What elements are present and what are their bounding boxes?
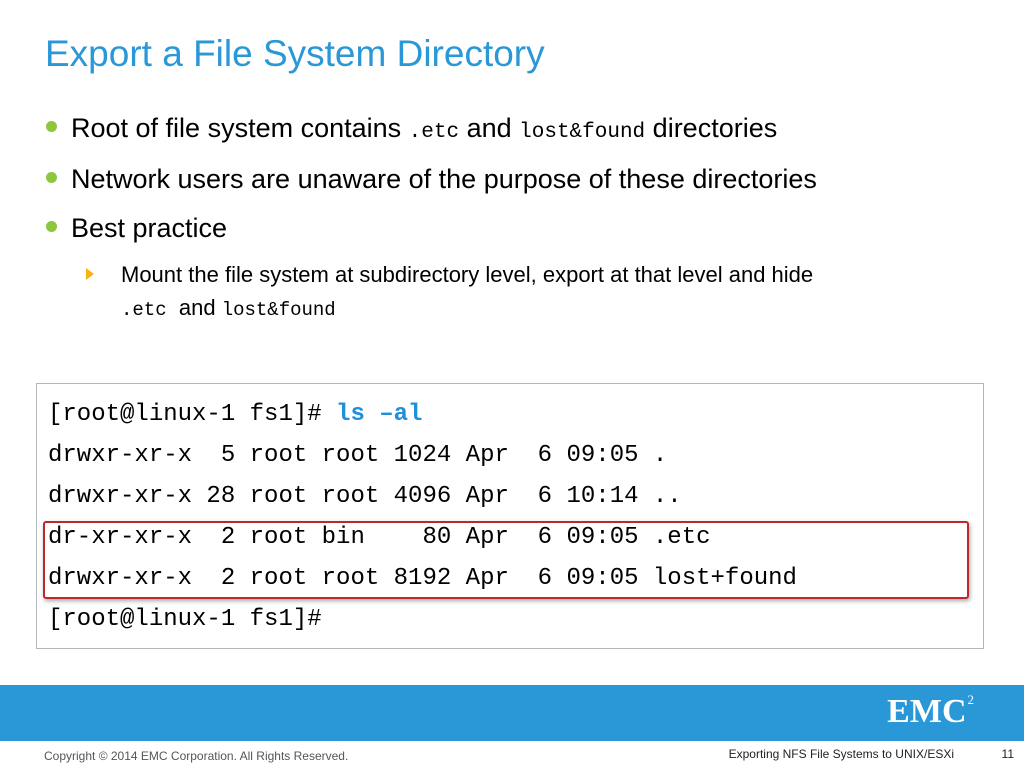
sub-bullet-and: and <box>178 295 216 320</box>
terminal-line: drwxr-xr-x 28 root root 4096 Apr 6 10:14… <box>48 483 682 510</box>
code-etc: .etc <box>121 299 167 321</box>
course-title: Exporting NFS File Systems to UNIX/ESXi <box>728 747 954 761</box>
terminal-prompt-line: [root@linux-1 fs1]# ls –al <box>48 394 422 435</box>
terminal-prompt-line: [root@linux-1 fs1]# <box>48 606 322 633</box>
page-title: Export a File System Directory <box>45 33 545 74</box>
terminal-line: dr-xr-xr-x 2 root bin 80 Apr 6 09:05 .et… <box>48 524 711 551</box>
triangle-arrow-icon <box>86 268 94 280</box>
bullet-dot-icon <box>46 121 57 132</box>
bullet-text: Network users are unaware of the purpose… <box>71 164 817 194</box>
sub-bullet-text: Mount the file system at subdirectory le… <box>121 258 813 327</box>
terminal-prompt: [root@linux-1 fs1]# <box>48 401 337 428</box>
terminal-line: drwxr-xr-x 5 root root 1024 Apr 6 09:05 … <box>48 442 668 469</box>
copyright-text: Copyright © 2014 EMC Corporation. All Ri… <box>44 749 349 763</box>
logo-superscript: 2 <box>967 691 975 707</box>
terminal-output: [root@linux-1 fs1]# ls –al drwxr-xr-x 5 … <box>36 383 984 649</box>
bullet-text: Best practice <box>71 213 228 243</box>
bullet-text: Root of file system contains .etc and lo… <box>71 108 777 153</box>
terminal-line: drwxr-xr-x 2 root root 8192 Apr 6 09:05 … <box>48 565 797 592</box>
footer-band: EMC2 <box>0 685 1024 741</box>
bullet-text-part: directories <box>645 113 778 143</box>
code-lost-found: lost&found <box>519 121 646 144</box>
page-number: 11 <box>1001 747 1014 761</box>
bullet-text-part: Root of file system contains <box>71 113 409 143</box>
highlight-box <box>43 521 969 599</box>
emc-logo: EMC2 <box>887 691 975 731</box>
bullet-dot-icon <box>46 172 57 183</box>
bullet-text-part: and <box>459 113 520 143</box>
code-lost-found: lost&found <box>221 299 336 321</box>
terminal-command: ls –al <box>336 401 423 428</box>
logo-text: EMC <box>887 693 967 730</box>
bullet-dot-icon <box>46 221 57 232</box>
sub-bullet-line: Mount the file system at subdirectory le… <box>121 262 814 287</box>
code-etc: .etc <box>408 121 460 144</box>
